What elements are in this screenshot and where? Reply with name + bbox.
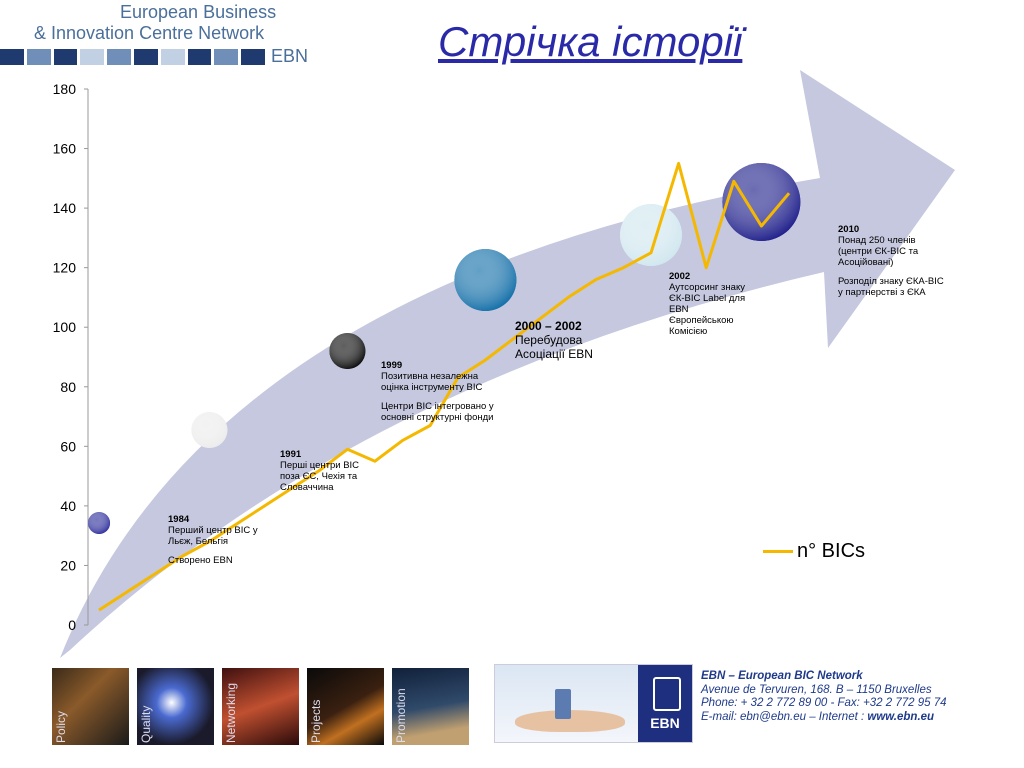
y-tick-label: 160 bbox=[53, 141, 77, 157]
milestone-marker-shine bbox=[191, 412, 228, 448]
contact-phone: Phone: + 32 2 772 89 00 - Fax: +32 2 772… bbox=[701, 697, 947, 709]
milestone-marker-shine bbox=[722, 163, 801, 241]
annotation-text: Створено EBN bbox=[168, 555, 233, 566]
logo-text-line2: & Innovation Centre Network bbox=[34, 23, 265, 43]
annotation-year: 2000 – 2002 bbox=[515, 319, 582, 333]
ebn-logo: European Business & Innovation Centre Ne… bbox=[0, 0, 310, 70]
banner-hand-image bbox=[495, 665, 638, 742]
footer-tiles: Policy Quality Networking Projects Promo… bbox=[52, 668, 469, 745]
footer-tile-policy[interactable]: Policy bbox=[52, 668, 129, 745]
annotation-year: 2010 bbox=[838, 224, 860, 235]
y-tick-label: 20 bbox=[60, 557, 76, 573]
logo-strip-segment bbox=[80, 49, 105, 65]
milestone-marker-shine bbox=[619, 204, 682, 266]
contact-email: E-mail: ebn@ebn.eu – Internet : bbox=[701, 710, 868, 723]
footer-tile-quality[interactable]: Quality bbox=[137, 668, 214, 745]
y-tick-label: 60 bbox=[60, 438, 76, 454]
milestone-marker-shine bbox=[88, 512, 111, 534]
y-tick-label: 120 bbox=[53, 260, 77, 276]
logo-strip-segment bbox=[187, 49, 212, 65]
logo-strip-segment bbox=[160, 49, 185, 65]
logo-strip-segment bbox=[26, 49, 51, 65]
annotation-year: 1999 bbox=[381, 360, 403, 371]
contact-website-link[interactable]: www.ebn.eu bbox=[867, 710, 935, 723]
y-axis: 0 20 40 60 80 100 120 140 160 180 bbox=[53, 81, 89, 633]
logo-strip-segment bbox=[241, 49, 265, 65]
annotation-2010: 2010 Понад 250 членів (центри ЄК-BIC та … bbox=[838, 224, 948, 306]
chart-legend: n° BICs bbox=[763, 540, 865, 563]
y-tick-label: 0 bbox=[68, 617, 76, 633]
banner-logo-text: EBN bbox=[650, 715, 680, 731]
logo-strip-segment bbox=[214, 49, 239, 65]
annotation-text: Перший центр BIC у Льєж, Бельгія bbox=[168, 525, 258, 547]
annotation-year: 1991 bbox=[280, 449, 302, 460]
annotation-text: Позитивна незалежна оцінка інструменту B… bbox=[381, 371, 483, 393]
annotation-text: Перебудова Асоціації EBN bbox=[515, 333, 593, 361]
footer-tile-projects[interactable]: Projects bbox=[307, 668, 384, 745]
annotation-year: 2002 bbox=[669, 271, 691, 282]
annotation-2002: 2002 Аутсорсинг знаку ЄК-BIC Label для E… bbox=[669, 271, 751, 345]
series-line-n-bics bbox=[98, 161, 791, 612]
logo-strip-segment bbox=[133, 49, 158, 65]
annotation-year: 1984 bbox=[168, 514, 190, 525]
milestone-markers bbox=[88, 163, 801, 534]
legend-label: n° BICs bbox=[797, 540, 866, 562]
logo-strip-segment bbox=[107, 49, 131, 65]
hand-shape bbox=[515, 710, 625, 732]
y-tick-label: 40 bbox=[60, 498, 76, 514]
ebn-banner: EBN bbox=[494, 664, 693, 743]
timeline-chart: 0 20 40 60 80 100 120 140 160 180 bbox=[53, 70, 955, 658]
tile-label: Projects bbox=[309, 699, 323, 743]
milestone-marker-shine bbox=[454, 249, 517, 311]
slide-title: Стрічка історії bbox=[438, 18, 743, 65]
y-tick-label: 100 bbox=[53, 319, 77, 335]
annotation-1984: 1984 Перший центр BIC у Льєж, Бельгія Ст… bbox=[168, 514, 278, 574]
footer-tile-promotion[interactable]: Promotion bbox=[392, 668, 469, 745]
card-shape bbox=[555, 689, 571, 719]
milestone-marker-shine bbox=[329, 333, 366, 369]
logo-strip-segment bbox=[53, 49, 78, 65]
annotation-2000-2002: 2000 – 2002 Перебудова Асоціації EBN bbox=[515, 319, 625, 369]
contact-info: EBN – European BIC Network Avenue de Ter… bbox=[701, 670, 947, 724]
y-tick-label: 80 bbox=[60, 379, 76, 395]
tile-label: Promotion bbox=[394, 688, 408, 743]
annotation-1991: 1991 Перші центри BIC поза ЄС, Чехія та … bbox=[280, 449, 360, 501]
y-tick-label: 140 bbox=[53, 200, 77, 216]
legend-swatch bbox=[763, 550, 793, 553]
tile-label: Policy bbox=[54, 710, 68, 743]
ebn-mark-icon bbox=[653, 677, 681, 711]
logo-text-line1: European Business bbox=[120, 2, 277, 22]
y-tick-label: 180 bbox=[53, 81, 77, 97]
contact-name: EBN – European BIC Network bbox=[701, 670, 863, 682]
annotation-text: Понад 250 членів (центри ЄК-BIC та Асоці… bbox=[838, 235, 919, 268]
footer-tile-networking[interactable]: Networking bbox=[222, 668, 299, 745]
annotation-text: Перші центри BIC поза ЄС, Чехія та Слова… bbox=[280, 460, 360, 493]
logo-strip-segment bbox=[0, 49, 24, 65]
annotation-text: Аутсорсинг знаку ЄК-BIC Label для EBN Єв… bbox=[669, 282, 746, 337]
tile-label: Quality bbox=[139, 705, 153, 743]
banner-logo: EBN bbox=[638, 665, 692, 742]
logo-color-strip bbox=[0, 49, 265, 65]
logo-abbr: EBN bbox=[271, 46, 309, 66]
contact-address: Avenue de Tervuren, 168. B – 1150 Bruxel… bbox=[701, 683, 932, 696]
annotation-text: Центри BIC інтегровано у основні структу… bbox=[381, 401, 494, 423]
annotation-text: Розподіл знаку ЄКА-BIC у партнерстві з Є… bbox=[838, 276, 944, 298]
annotation-1999: 1999 Позитивна незалежна оцінка інструме… bbox=[381, 360, 499, 431]
tile-label: Networking bbox=[224, 682, 238, 743]
